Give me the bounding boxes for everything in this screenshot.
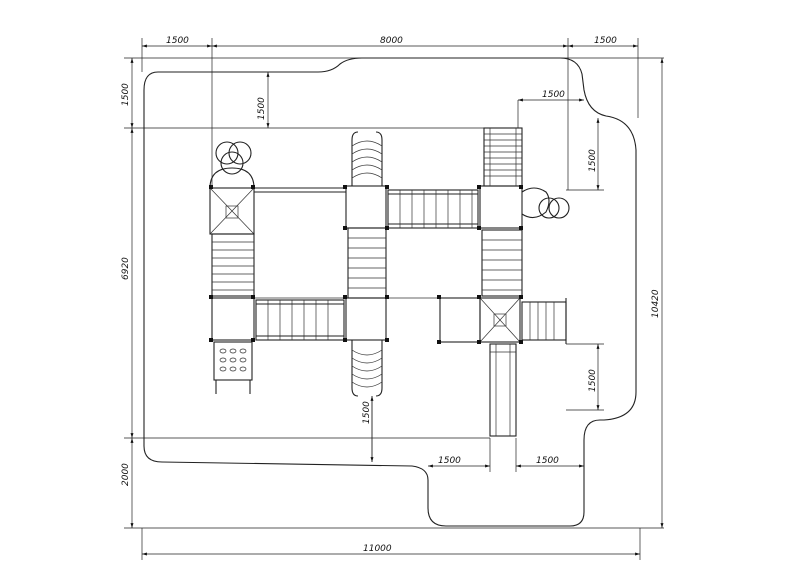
dim-label-left-top: 1500: [121, 83, 131, 106]
left-stairs: [211, 233, 255, 297]
right-lower-platform: [439, 297, 481, 343]
ladder-lower-middle: [351, 340, 383, 397]
dim-label-top-right: 1500: [594, 36, 617, 46]
dim-label-right-total: 10420: [651, 289, 661, 318]
right-lower-roof: [479, 297, 521, 343]
slide: [489, 343, 517, 437]
dim-label-lower-middle-vertical: 1500: [362, 401, 372, 424]
ladder-top-right: [483, 127, 523, 187]
climbing-wall: [213, 341, 253, 394]
dim-label-lower-right-vertical: 1500: [588, 369, 598, 392]
bridge-top-center: [387, 189, 479, 229]
extension-lines: [124, 38, 664, 560]
middle-lower-platform: [345, 297, 387, 341]
dim-label-inner-right-horizontal: 1500: [542, 90, 565, 100]
posts: [209, 185, 523, 344]
left-lower-platform: [211, 297, 255, 341]
dim-label-inner-right-vertical: 1500: [588, 149, 598, 172]
dim-label-left-bottom: 2000: [121, 463, 131, 486]
rings-left: [215, 141, 252, 175]
middle-top-platform: [345, 185, 387, 229]
bridge-lower-left: [255, 299, 345, 341]
play-structure: [209, 127, 570, 437]
dim-label-left-middle: 6920: [121, 257, 131, 280]
ladder-top-middle: [351, 131, 383, 186]
dim-label-inner-left-vertical: 1500: [257, 97, 267, 120]
dim-label-bottom-total: 11000: [363, 544, 392, 554]
dim-label-lower-horizontal-right: 1500: [536, 456, 559, 466]
dim-label-top-left: 1500: [166, 36, 189, 46]
middle-stairs: [347, 227, 387, 299]
left-tower-arch: [209, 167, 255, 189]
dim-label-lower-horizontal-left: 1500: [438, 456, 461, 466]
dim-label-top-middle: 8000: [380, 36, 403, 46]
right-top-platform: [479, 185, 523, 229]
right-stairs: [481, 229, 523, 297]
right-side-stairs: [521, 298, 567, 344]
rings-right: [521, 187, 570, 219]
